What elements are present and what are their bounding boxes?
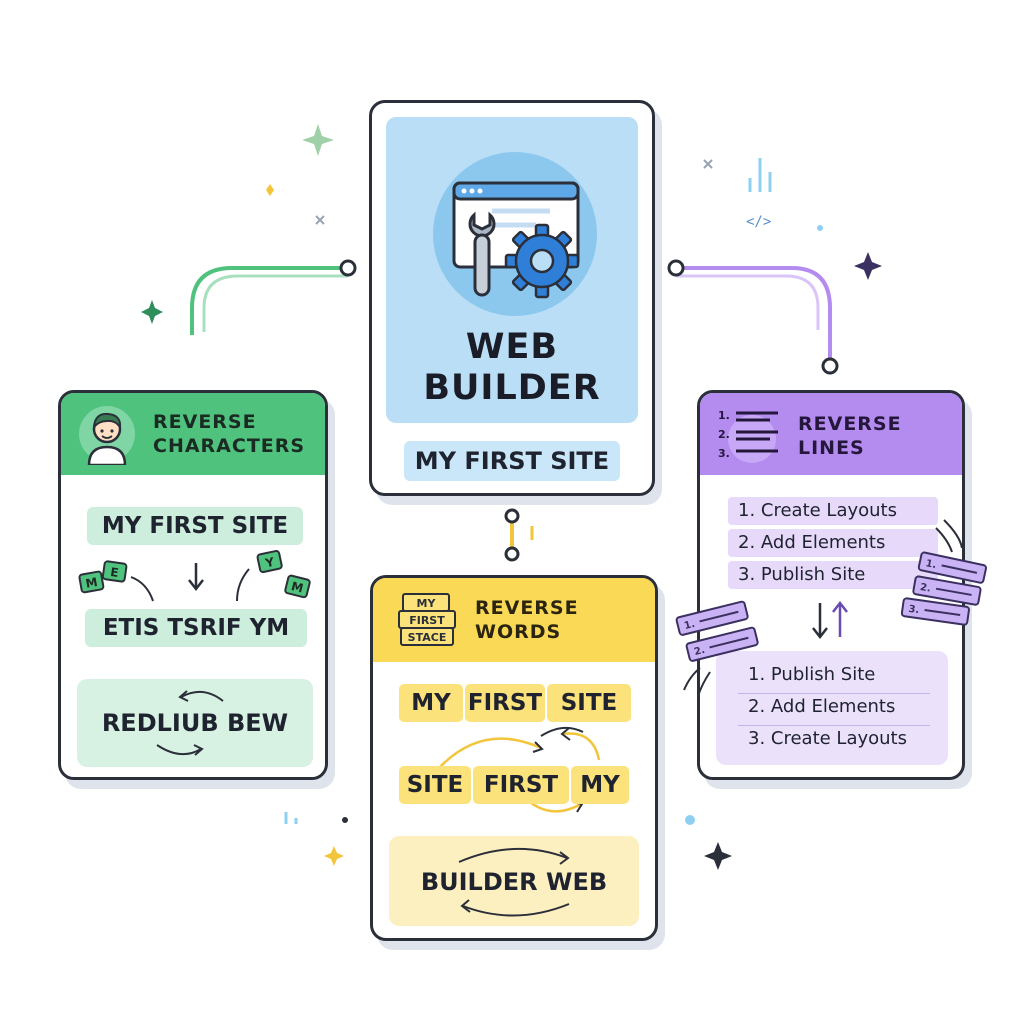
sparkle-icon [141,300,163,324]
character-shuffle-illustration: M E Y M [78,549,311,602]
divider [738,693,930,694]
list-tag-icon: 1. 2. 3. [900,519,987,626]
input-line: 2. Add Elements [728,529,938,557]
wrench-icon [468,211,496,297]
reverse-lines-card: 1. 2. 3. REVERSE LINES 1. Create Layouts… [697,390,965,780]
web-builder-hero-panel: WEB BUILDER [386,117,638,423]
svg-text:STACE: STACE [408,631,447,644]
reverse-characters-title: REVERSE CHARACTERS [153,411,306,457]
example-output-text: REDLIUB BEW [101,709,289,737]
web-builder-title: WEB BUILDER [423,327,601,408]
swap-arrows-icon [458,847,570,917]
svg-text:1.: 1. [718,409,730,422]
word-chip: SITE [547,684,631,722]
letter-tile: M [78,570,105,594]
reversed-lines-box: 1. Publish Site 2. Add Elements 3. Creat… [716,651,948,765]
site-name-label: MY FIRST SITE [404,441,620,481]
reverse-lines-header: 1. 2. 3. REVERSE LINES [700,393,962,475]
svg-text:2.: 2. [693,645,706,658]
code-icon: </> [746,214,771,230]
svg-text:FIRST: FIRST [409,614,445,627]
connector-left-dot [339,259,357,277]
svg-text:E: E [109,565,119,580]
numbered-list-icon: 1. 2. 3. [718,409,778,463]
connector-right-dot-bottom [821,357,839,375]
svg-text:2.: 2. [718,428,730,441]
sparkle-icon [324,846,344,866]
word-swap-arrows-icon [438,726,601,813]
example-box: REDLIUB BEW [77,679,313,767]
input-line: 3. Publish Site [728,561,938,589]
example-output-text: BUILDER WEB [420,868,608,896]
output-text-chip: ETIS TSRIF YM [85,609,307,647]
word-chip: MY [571,766,629,804]
word-chip: MY [399,684,463,722]
svg-text:3.: 3. [718,447,730,460]
connector-right-dot-top [667,259,685,277]
svg-text:M: M [84,575,98,591]
output-line: 2. Add Elements [748,696,896,717]
input-line: 1. Create Layouts [728,497,938,525]
svg-text:3.: 3. [908,604,920,616]
reverse-characters-header: REVERSE CHARACTERS [61,393,325,475]
svg-text:2.: 2. [919,582,932,595]
svg-text:Y: Y [263,555,276,571]
svg-text:1.: 1. [683,619,696,632]
sparkle-icon [302,124,334,156]
connector-right [676,266,832,365]
sparkle-icon [854,252,882,280]
gear-icon [504,223,580,299]
reverse-words-title: REVERSE WORDS [475,597,579,643]
sparkle-icon [704,842,732,870]
user-avatar-icon [79,406,135,465]
svg-text:1.: 1. [925,558,938,571]
svg-text:MY: MY [417,597,437,610]
reverse-words-card: MY FIRST STACE REVERSE WORDS MY FIRST SI… [370,575,658,941]
web-builder-card: WEB BUILDER MY FIRST SITE [369,100,655,496]
example-box: BUILDER WEB [389,836,639,926]
arrow-down-icon [188,563,204,592]
output-line: 1. Publish Site [748,664,876,685]
output-line: 3. Create Layouts [748,728,907,749]
divider [738,725,930,726]
web-builder-illustration [433,152,597,316]
word-chip: FIRST [473,766,569,804]
letter-tile: M [284,574,311,599]
stack-blocks-icon: MY FIRST STACE [398,593,456,646]
word-chip: FIRST [465,684,545,722]
letter-tile: Y [256,549,283,574]
reverse-lines-title: REVERSE LINES [798,413,902,459]
reverse-characters-card: REVERSE CHARACTERS MY FIRST SITE M E Y M… [58,390,328,780]
input-text-chip: MY FIRST SITE [87,507,303,545]
word-chip: SITE [399,766,471,804]
connector-left [190,266,348,335]
svg-text:M: M [290,579,305,595]
swap-vertical-icon [812,600,848,640]
list-tag-icon: 1. 2. [675,600,759,697]
letter-tile: E [101,560,128,583]
reverse-words-header: MY FIRST STACE REVERSE WORDS [373,578,655,662]
swap-arrows-icon [156,690,224,756]
